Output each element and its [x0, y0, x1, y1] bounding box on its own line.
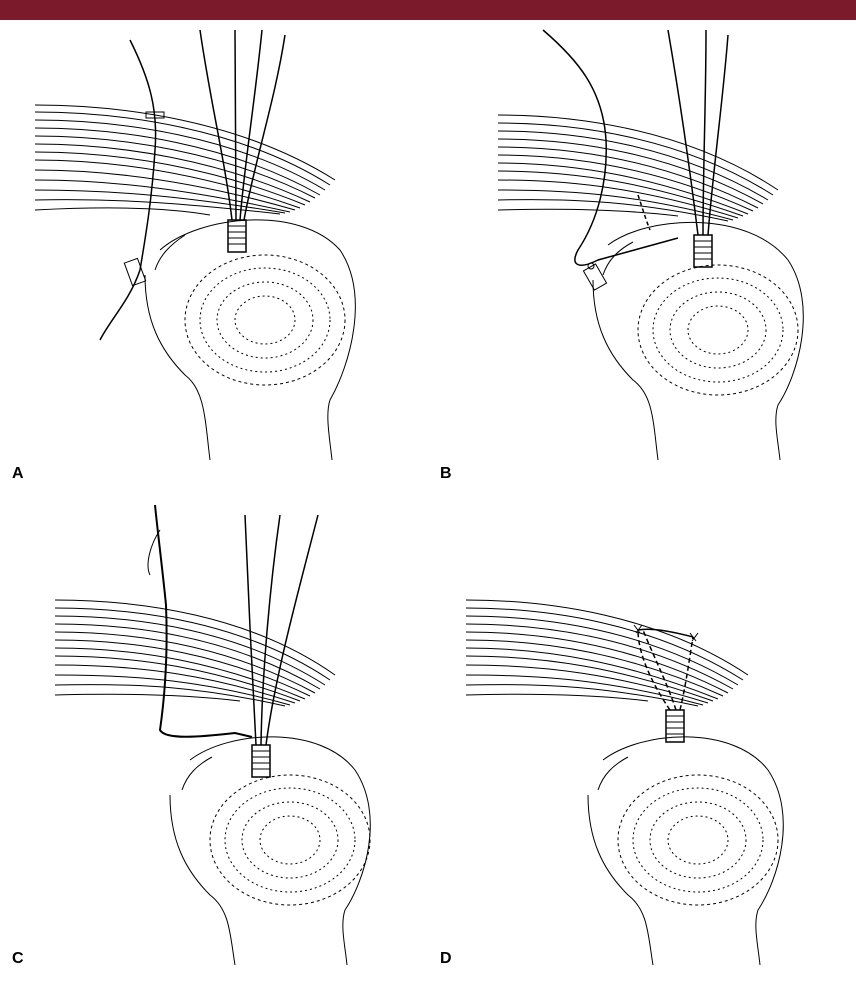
panel-b-illustration [428, 20, 856, 506]
header-bar [0, 0, 856, 20]
panel-c-illustration [0, 505, 428, 991]
panel-a-illustration [0, 20, 428, 506]
panel-label-a: A [12, 466, 24, 482]
panel-d-illustration [428, 505, 856, 991]
panel-label-d: D [440, 951, 452, 967]
panel-a: A [0, 20, 428, 506]
panel-b: B [428, 20, 856, 506]
panel-d: D [428, 505, 856, 991]
panel-label-b: B [440, 466, 452, 482]
panel-c: C [0, 505, 428, 991]
panel-label-c: C [12, 951, 24, 967]
